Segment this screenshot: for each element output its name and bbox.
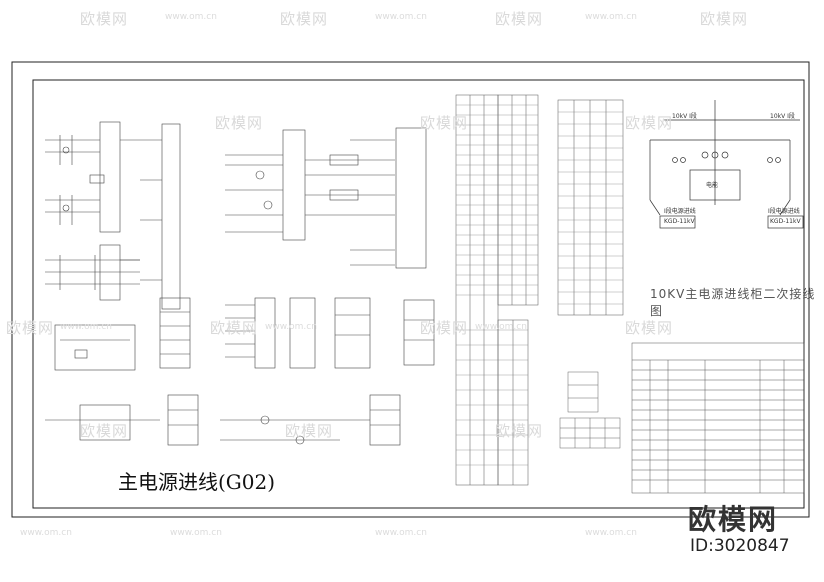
watermark: 欧模网	[495, 10, 544, 28]
outer-frame	[11, 61, 810, 518]
bus-label-right: 10kV I段	[770, 113, 795, 120]
watermark: 欧模网	[495, 422, 544, 440]
watermark: 欧模网	[280, 10, 329, 28]
incoming-label-right: I段电源进线	[768, 208, 800, 215]
watermark: 欧模网	[625, 114, 674, 132]
single-line-diagram	[649, 100, 804, 229]
inner-frame	[32, 79, 805, 509]
watermark-url: www.om.cn	[165, 12, 217, 22]
watermark: 欧模网	[285, 422, 334, 440]
small-tables	[559, 371, 621, 449]
main-title: 主电源进线(G02)	[118, 470, 276, 494]
watermark: 欧模网	[420, 319, 469, 337]
watermark-url: www.om.cn	[60, 322, 112, 332]
watermark: 欧模网	[700, 10, 749, 28]
equipment-table	[631, 342, 805, 494]
watermark-url: www.om.cn	[20, 528, 72, 538]
watermark: 欧模网	[420, 114, 469, 132]
watermark-url: www.om.cn	[585, 12, 637, 22]
watermark: 欧模网	[215, 114, 264, 132]
terminal-blocks	[45, 297, 435, 446]
watermark-url: www.om.cn	[375, 12, 427, 22]
watermark: 欧模网	[625, 319, 674, 337]
type-label-right: KGD-11kV	[770, 218, 801, 225]
watermark-url: www.om.cn	[475, 322, 527, 332]
watermark-url: www.om.cn	[265, 322, 317, 332]
wiring-table-rows	[456, 104, 623, 466]
bus-label-left: 10kV I段	[672, 113, 697, 120]
diagram-title: 10KV主电源进线柜二次接线图	[650, 287, 816, 318]
incoming-label-left: I段电源进线	[664, 208, 696, 215]
brand-id: ID:3020847	[690, 536, 790, 556]
watermark: 欧模网	[6, 319, 55, 337]
watermark: 欧模网	[80, 422, 129, 440]
type-label-left: KGD-11kV	[664, 218, 695, 225]
relay-block	[225, 127, 427, 269]
watermark: 欧模网	[210, 319, 259, 337]
watermark-url: www.om.cn	[375, 528, 427, 538]
brand-logo: 欧模网	[688, 503, 779, 536]
meter-label: 电能	[706, 182, 719, 189]
watermark-url: www.om.cn	[170, 528, 222, 538]
watermark: 欧模网	[80, 10, 129, 28]
left-circuit-group	[45, 121, 181, 310]
watermark-url: www.om.cn	[585, 528, 637, 538]
